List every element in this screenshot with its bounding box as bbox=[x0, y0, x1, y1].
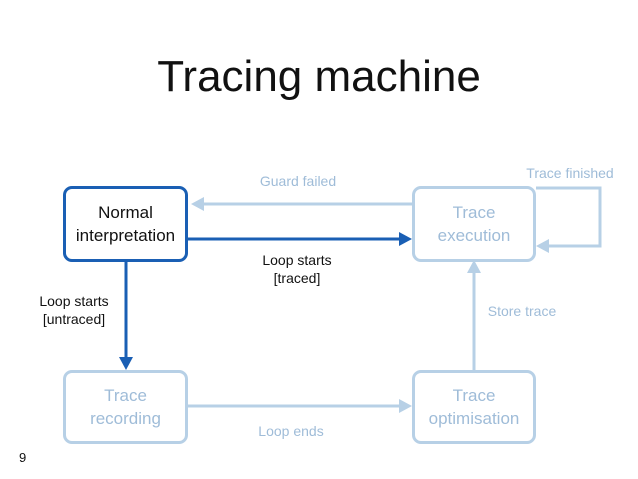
node-trace-optimisation: Trace optimisation bbox=[412, 370, 536, 444]
edge-trace-finished bbox=[536, 186, 602, 253]
edge-store-trace bbox=[467, 260, 481, 370]
slide-title: Tracing machine bbox=[157, 52, 481, 101]
edge-loop-starts-untraced bbox=[119, 262, 133, 370]
node-normal-interpretation: Normal interpretation bbox=[63, 186, 188, 262]
node-trace-execution: Trace execution bbox=[412, 186, 536, 262]
label-guard-failed: Guard failed bbox=[259, 173, 337, 189]
label-trace-finished: Trace finished bbox=[526, 165, 614, 181]
edge-loop-ends bbox=[188, 399, 412, 413]
edge-guard-failed bbox=[191, 197, 412, 211]
node-trace-recording: Trace recording bbox=[63, 370, 188, 444]
label-loop-ends: Loop ends bbox=[258, 423, 324, 439]
label-loop-starts-untraced: Loop starts [untraced] bbox=[39, 293, 109, 327]
edge-loop-starts-traced bbox=[188, 232, 412, 246]
page-number: 9 bbox=[19, 450, 27, 465]
label-loop-starts-traced: Loop starts [traced] bbox=[262, 252, 332, 286]
label-store-trace: Store trace bbox=[487, 303, 557, 319]
